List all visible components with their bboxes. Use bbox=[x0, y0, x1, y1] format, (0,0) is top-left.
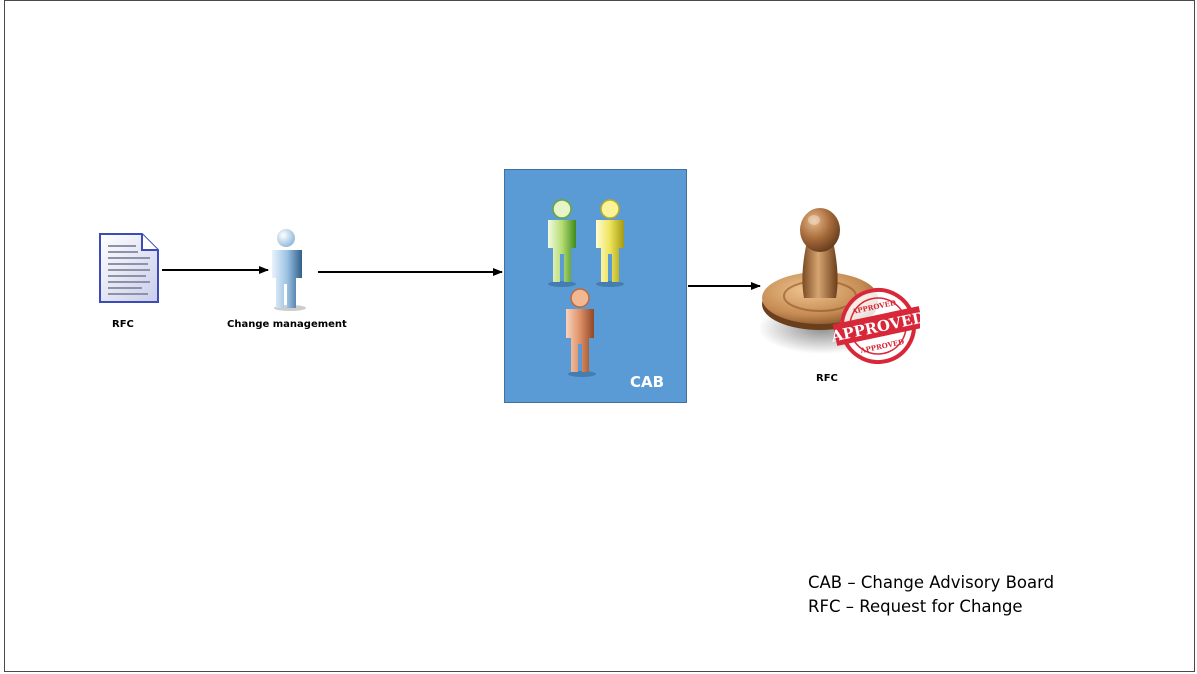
change-management-node bbox=[260, 228, 318, 317]
orange-person-icon bbox=[566, 288, 596, 377]
cab-label: CAB bbox=[630, 373, 665, 391]
cab-box bbox=[504, 169, 687, 403]
group-icon bbox=[548, 199, 624, 377]
yellow-person-icon bbox=[596, 199, 624, 287]
rfc-approved-node: APPROVED APPROVED APPROVED bbox=[758, 206, 927, 369]
rfc-document-label: RFC bbox=[112, 319, 134, 330]
change-management-label: Change management bbox=[227, 319, 347, 330]
legend-item-cab: CAB – Change Advisory Board bbox=[808, 573, 1055, 592]
person-icon bbox=[272, 229, 306, 311]
legend: CAB – Change Advisory Board RFC – Reques… bbox=[808, 571, 1054, 619]
cab-group-icon bbox=[538, 198, 658, 383]
approved-seal-icon: APPROVED APPROVED APPROVED bbox=[829, 288, 927, 364]
document-icon bbox=[99, 233, 159, 303]
rfc-document-node bbox=[96, 232, 162, 309]
green-person-icon bbox=[548, 199, 576, 287]
legend-item-rfc: RFC – Request for Change bbox=[808, 597, 1023, 616]
rfc-approved-label: RFC bbox=[816, 373, 838, 384]
approved-stamp-icon: APPROVED APPROVED APPROVED bbox=[758, 208, 927, 364]
